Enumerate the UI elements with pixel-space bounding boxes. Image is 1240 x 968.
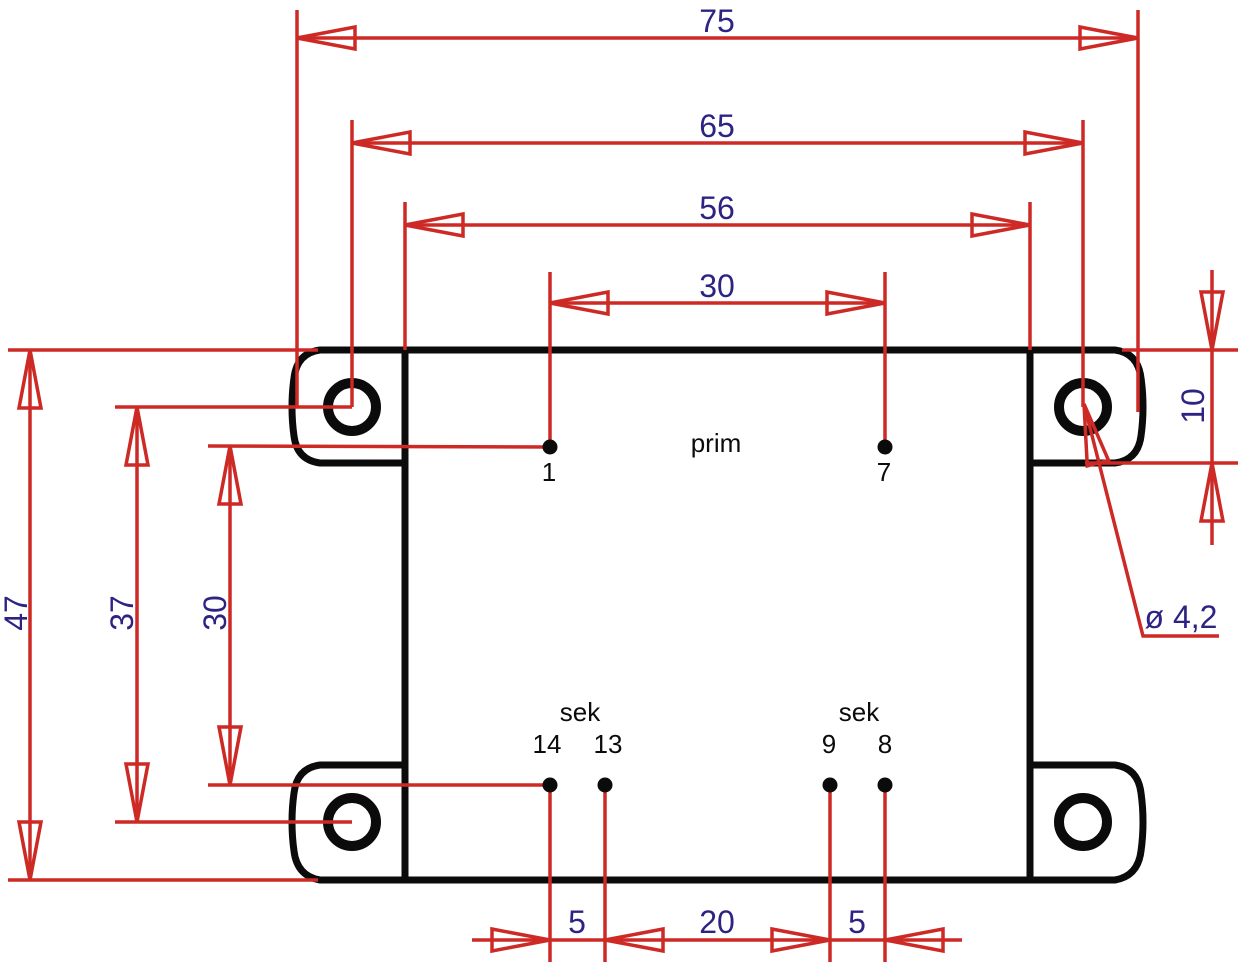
leader-hole-diameter [1082,403,1219,638]
dim-sek-left-pitch: 5 [568,904,586,940]
dim-hole-diameter: ø 4,2 [1145,599,1218,635]
dim-prim-pitch: 30 [699,268,735,304]
label-prim: prim [691,428,742,458]
arrow-65-left [351,129,412,157]
arrow-chain-p14 [490,926,551,954]
label-sek-right: sek [839,697,880,727]
transformer-body [401,346,1034,884]
arrow-75-right [1078,24,1139,52]
label-pin-13: 13 [594,729,623,759]
dim-hole-span-v: 37 [104,595,140,631]
pin-9 [822,777,838,793]
dimension-lines [8,10,1238,962]
arrow-56-right [970,211,1031,239]
dim-sek-right-pitch: 5 [848,904,866,940]
arrow-chain-p8 [884,926,945,954]
solder-pins [542,439,893,793]
dim-pin-row-span: 30 [197,595,233,631]
arrow-30left-top [216,445,244,506]
arrow-leader-hole [1082,403,1111,469]
arrow-37-bottom [123,762,151,823]
arrow-37-top [123,406,151,467]
dim-sek-gap: 20 [699,904,735,940]
dim-body-width: 56 [699,190,735,226]
arrow-47-top [16,349,44,410]
pin-14 [542,777,558,793]
arrow-30top-left [549,289,610,317]
label-pin-1: 1 [542,457,556,487]
label-sek-left: sek [560,697,601,727]
annotations: 75 65 56 30 47 37 30 10 5 20 5 ø 4,2 pri… [0,3,1217,940]
ext-30v-top [207,444,551,449]
arrow-30left-bottom [216,725,244,786]
pin-1 [542,439,558,455]
dim-hole-span-h: 65 [699,108,735,144]
label-pin-9: 9 [822,729,836,759]
pin-8 [877,777,893,793]
arrow-10-top [1198,290,1226,351]
arrow-65-right [1023,129,1084,157]
dim-body-height: 47 [0,595,34,631]
dim-overall-width: 75 [699,3,735,39]
arrow-47-bottom [16,820,44,881]
arrow-chain-p13 [604,926,665,954]
dim-tab-height: 10 [1175,388,1211,424]
arrow-chain-p9 [770,926,831,954]
arrow-75-left [296,24,357,52]
pin-13 [597,777,613,793]
arrow-10-bottom [1198,462,1226,523]
pin-7 [877,439,893,455]
label-pin-14: 14 [533,729,562,759]
label-pin-7: 7 [877,457,891,487]
arrow-56-left [404,211,465,239]
arrow-30top-right [825,289,886,317]
label-pin-8: 8 [878,729,892,759]
mounting-hole-bottom-right [1054,793,1112,851]
